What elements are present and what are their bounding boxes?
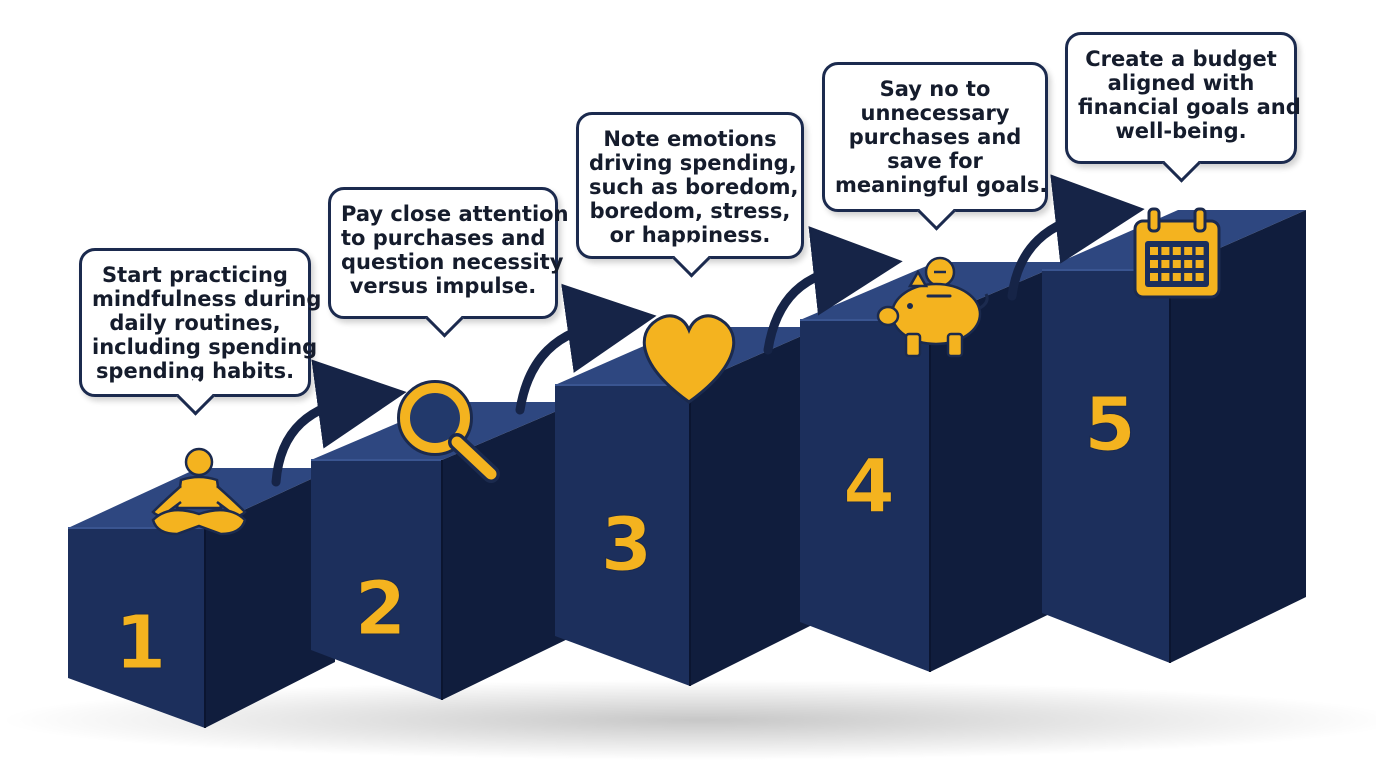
bubble-text-line: Create a budget — [1085, 47, 1277, 71]
step-number-3: 3 — [601, 502, 653, 588]
step-number-1: 1 — [115, 600, 167, 686]
block-front-face — [1042, 270, 1170, 663]
block-front-face — [68, 528, 205, 728]
block-front-face — [800, 320, 930, 672]
step-number-4: 4 — [843, 444, 895, 530]
bubble-text-line: such as boredom, — [589, 175, 799, 199]
floor-shadow — [0, 680, 1376, 760]
bubble-text-line: Start practicing — [102, 263, 288, 287]
bubble-text-line: well-being. — [1115, 119, 1247, 143]
magnifying-glass-icon — [397, 380, 500, 483]
bubble-text-line: unnecessary — [860, 101, 1010, 125]
bubble-text-line: daily routines, — [109, 311, 281, 335]
block-side-face — [930, 262, 1066, 672]
step-arrow-3 — [763, 226, 903, 355]
meditation-icon — [151, 447, 247, 536]
step-block-5 — [1042, 210, 1306, 663]
bubble-text-line: purchases and — [848, 125, 1022, 149]
bubble-text-line: save for — [887, 149, 983, 173]
bubble-text-line: driving spending, — [589, 151, 797, 175]
block-side-face — [205, 468, 335, 728]
block-side-face — [442, 402, 578, 700]
blocks-group: 1 2 3 4 5 — [68, 210, 1306, 728]
step-block-1 — [68, 468, 335, 728]
step-arrow-1 — [271, 359, 407, 487]
bubble-text-line: boredom, stress, — [589, 199, 791, 223]
step-arrow-4 — [1007, 174, 1145, 301]
arrows-group — [271, 174, 1145, 487]
icons-group — [151, 207, 1221, 536]
floor-shadows — [0, 680, 1376, 760]
bubble-text-line: aligned with — [1107, 71, 1255, 95]
bubble-text-line: versus impulse. — [349, 274, 537, 298]
block-side-face — [1170, 210, 1306, 663]
bubble-text-line: Pay close attention — [341, 202, 569, 226]
heart-icon — [642, 314, 736, 404]
step-number-2: 2 — [355, 566, 407, 652]
bubble-text-line: to purchases and — [341, 226, 546, 250]
step-arrow-2 — [515, 283, 657, 415]
block-side-face — [690, 327, 822, 686]
bubble-text-line: mindfulness during — [92, 287, 322, 311]
step-number-5: 5 — [1084, 382, 1136, 468]
bubble-text-line: Note emotions — [603, 127, 777, 151]
bubble-text-line: question necessity — [341, 250, 564, 274]
step-block-3 — [555, 327, 822, 686]
bubble-text-line: Say no to — [879, 77, 991, 101]
calendar-icon — [1133, 207, 1221, 299]
bubble-text-line: financial goals and — [1078, 95, 1301, 119]
bubble-text-line: including spending — [92, 335, 318, 359]
step-block-2 — [311, 402, 578, 700]
block-front-face — [311, 460, 442, 700]
piggy-bank-icon — [876, 256, 989, 358]
block-front-face — [555, 385, 690, 686]
bubble-text-line: meaningful goals. — [835, 173, 1048, 197]
